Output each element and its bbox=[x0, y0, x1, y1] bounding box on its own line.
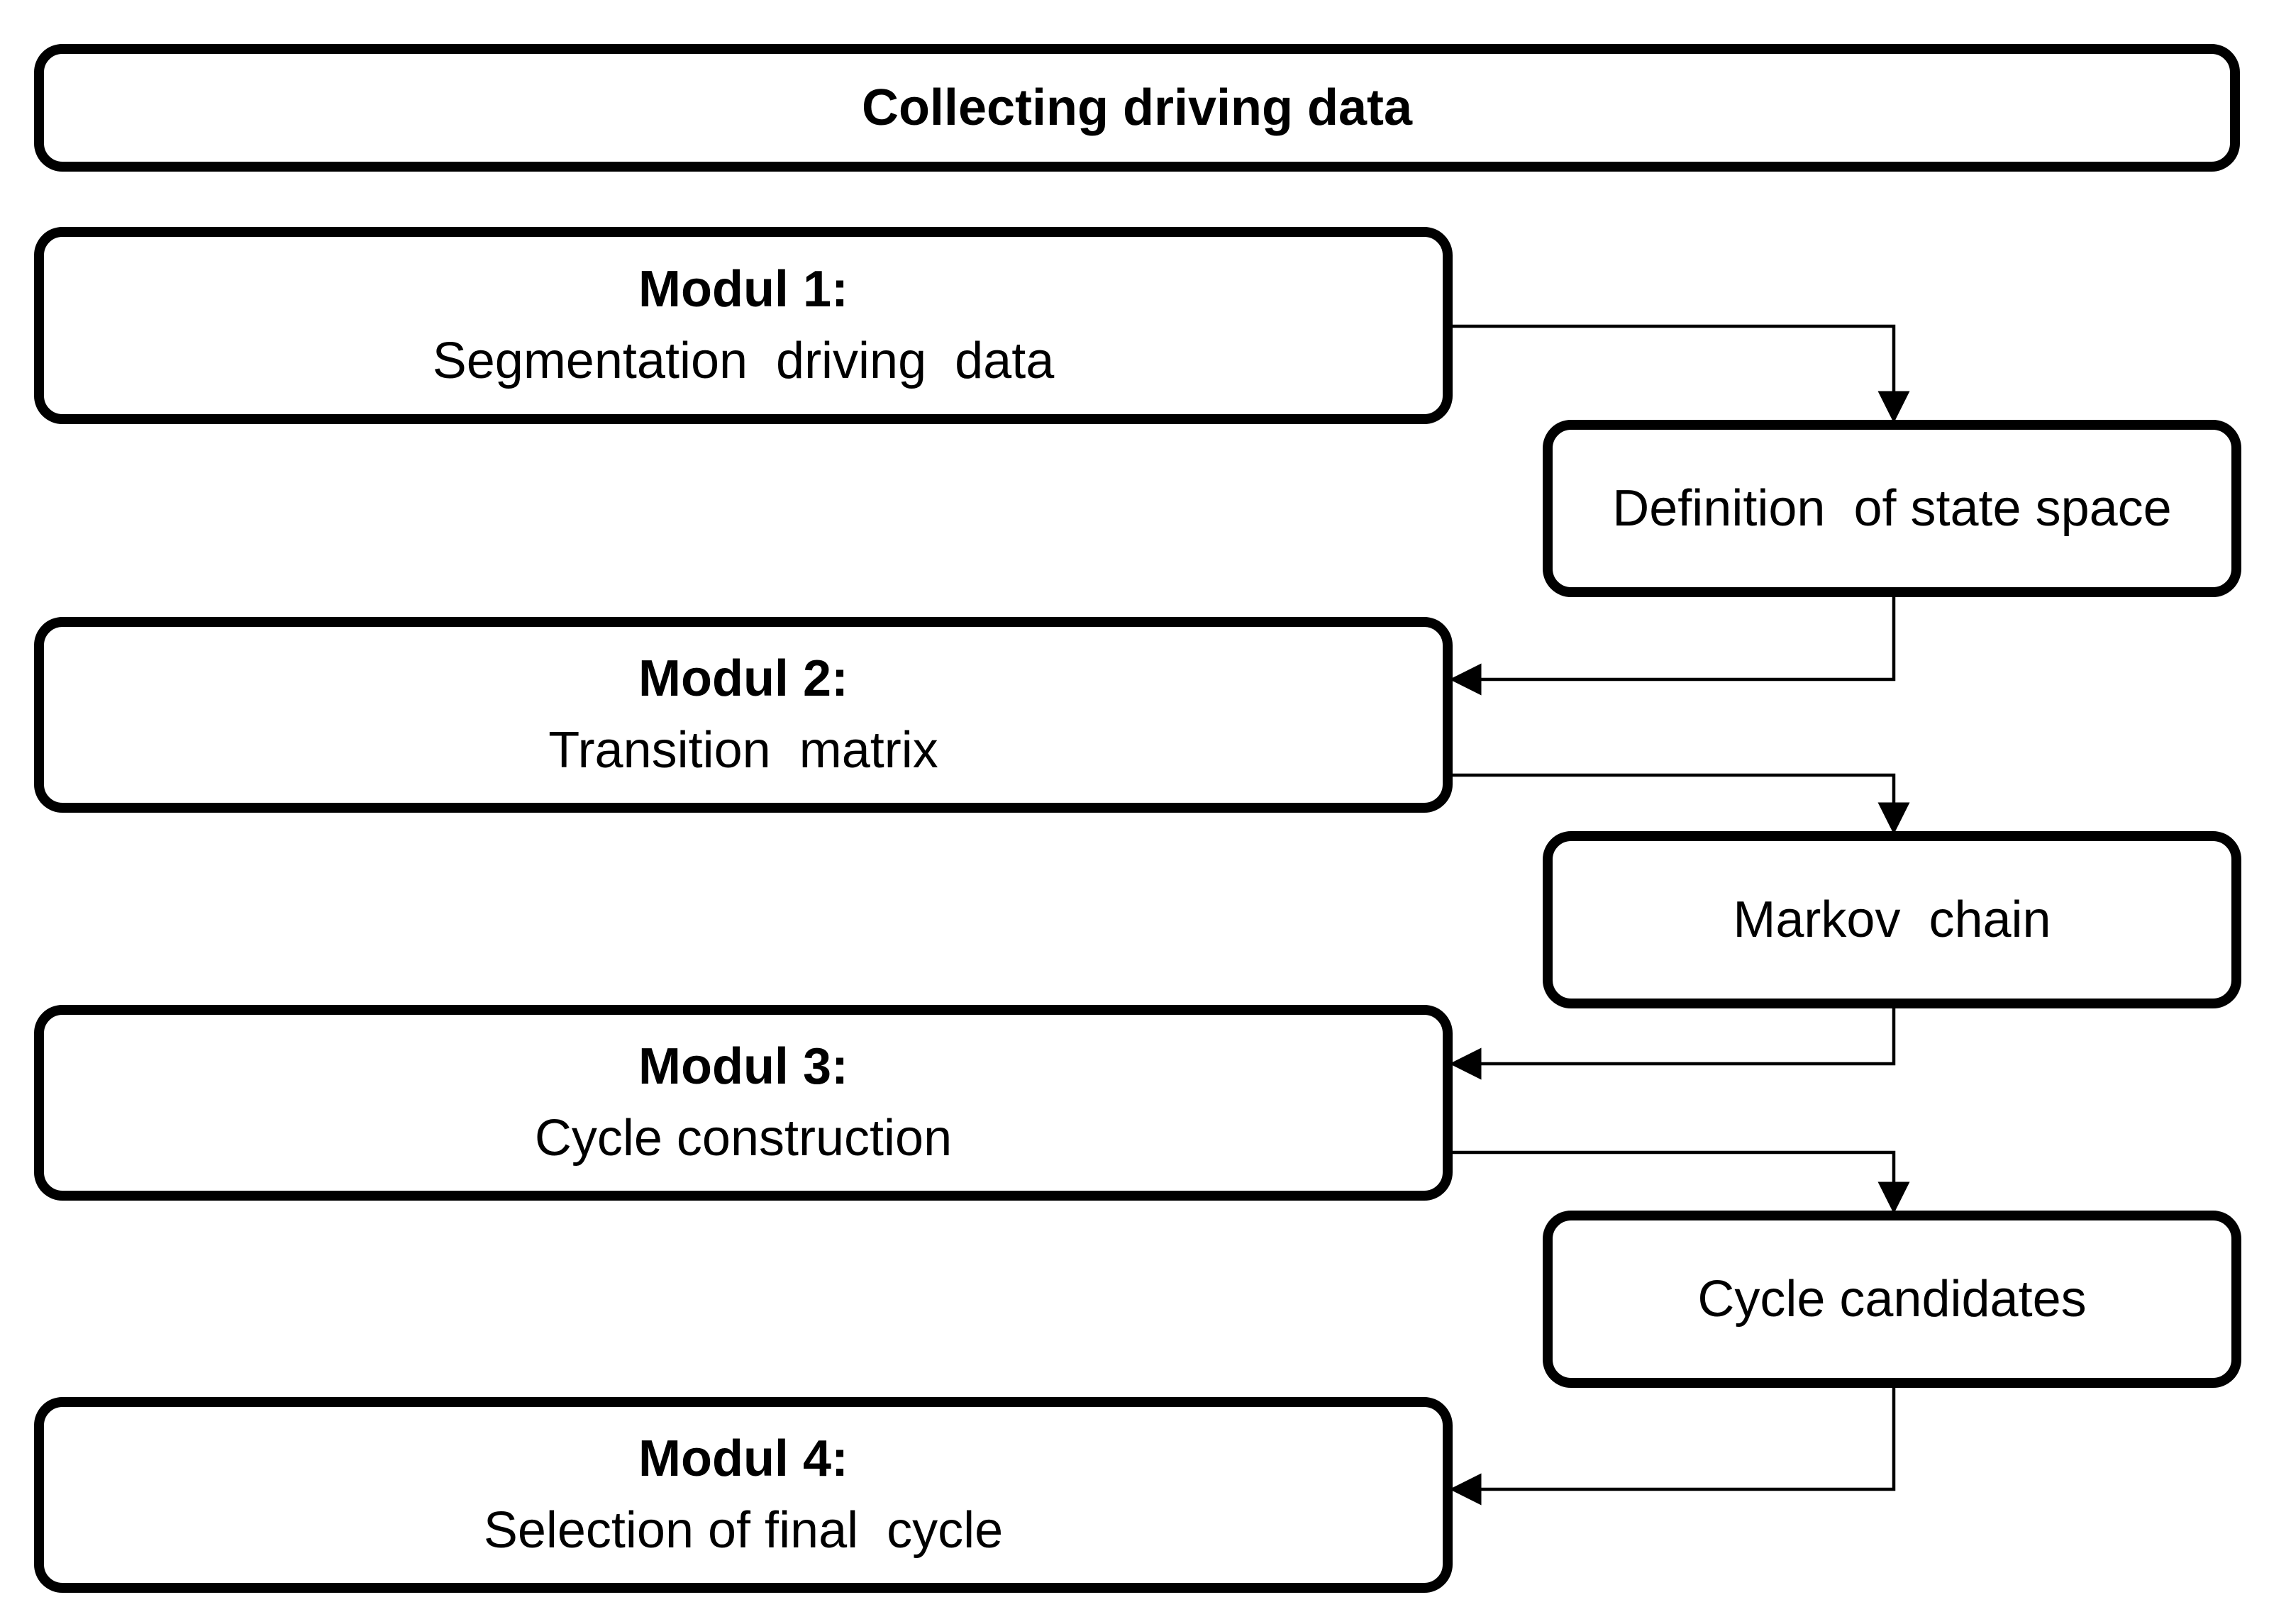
module-3-subtitle: Cycle construction bbox=[534, 1110, 953, 1167]
module-2-subtitle: Transition matrix bbox=[548, 722, 938, 779]
module-1-subtitle: Segmentation driving data bbox=[432, 333, 1055, 389]
step-cycle-candidates-box: Cycle candidates bbox=[1543, 1211, 2241, 1388]
module-3-box: Modul 3: Cycle construction bbox=[34, 1005, 1453, 1201]
connector-markov-chain-to-modul3 bbox=[1449, 1008, 1896, 1080]
connector-modul3-to-cycle-candidates bbox=[1453, 1150, 1910, 1214]
connector-cycle-candidates-to-modul4 bbox=[1449, 1388, 1896, 1506]
connector-modul1-to-state-space bbox=[1453, 324, 1910, 423]
module-3-title: Modul 3: bbox=[638, 1038, 848, 1096]
module-4-title: Modul 4: bbox=[638, 1430, 848, 1488]
header-box: Collecting driving data bbox=[34, 44, 2240, 172]
step-markov-chain-label: Markov chain bbox=[1733, 891, 2051, 948]
module-2-box: Modul 2: Transition matrix bbox=[34, 617, 1453, 813]
module-4-box: Modul 4: Selection of final cycle bbox=[34, 1397, 1453, 1593]
connector-modul2-to-markov-chain bbox=[1453, 773, 1910, 835]
step-cycle-candidates-label: Cycle candidates bbox=[1697, 1270, 2087, 1328]
header-label: Collecting driving data bbox=[861, 79, 1413, 136]
step-state-space-box: Definition of state space bbox=[1543, 420, 2241, 597]
module-4-subtitle: Selection of final cycle bbox=[483, 1502, 1004, 1559]
module-2-title: Modul 2: bbox=[638, 650, 848, 708]
module-1-title: Modul 1: bbox=[638, 261, 848, 318]
module-1-box: Modul 1: Segmentation driving data bbox=[34, 227, 1453, 424]
step-markov-chain-box: Markov chain bbox=[1543, 831, 2241, 1008]
connector-state-space-to-modul2 bbox=[1449, 597, 1896, 696]
step-state-space-label: Definition of state space bbox=[1612, 479, 2172, 537]
